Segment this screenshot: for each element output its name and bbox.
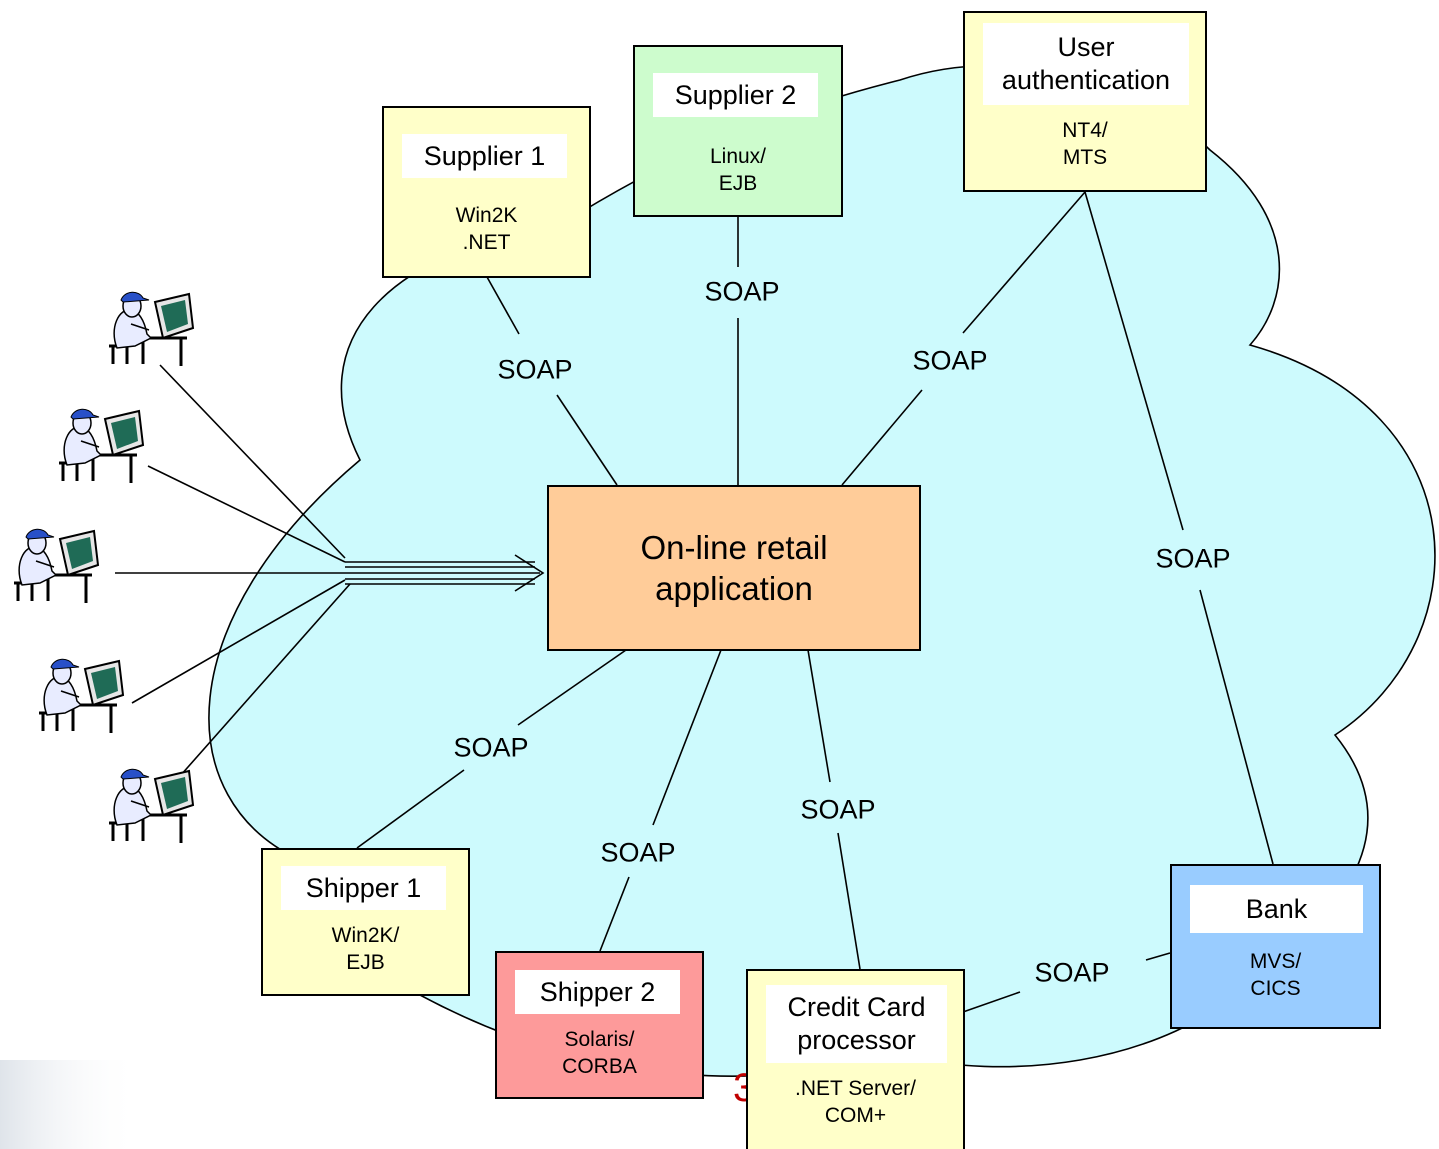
node-platform: .NET Server/ COM+ [795,1077,916,1128]
edge-auth-top [962,191,1086,334]
user-at-computer-icon [39,658,125,733]
soap-label-supplier2: SOAP [704,276,780,307]
edge-card-bank-right [1145,952,1171,961]
node-supplier-1: Supplier 1 Win2K .NET [382,106,591,278]
edge-shipper1-bottom [356,769,465,849]
node-title: Credit Card processor [766,985,947,1063]
node-shipper-2: Shipper 2 Solaris/ CORBA [495,951,704,1099]
node-bank: Bank MVS/ CICS [1170,864,1381,1029]
node-user-authentication: User authentication NT4/ MTS [963,11,1207,192]
soap-label-user-auth: SOAP [912,345,988,376]
user-at-computer-icon [109,768,195,843]
edge-supplier1-top [486,276,520,335]
users-layer [14,291,195,843]
soap-label-supplier1: SOAP [497,354,573,385]
node-supplier-2: Supplier 2 Linux/ EJB [633,45,843,217]
edge-supplier1-bottom [556,394,618,486]
user-at-computer-icon [14,528,100,603]
node-platform: Linux/ EJB [709,145,767,196]
soap-label-shipper1: SOAP [453,732,529,763]
node-title: Supplier 2 [653,73,818,117]
edge-card-top [807,649,831,783]
connection-lines [115,191,1274,1013]
soap-label-card-bank: SOAP [1034,957,1110,988]
user-line-4 [131,579,346,704]
edge-card-bank-left [962,991,1021,1013]
node-platform: Win2K .NET [455,204,518,255]
edge-auth-bank-top [1084,191,1184,531]
node-shipper-1: Shipper 1 Win2K/ EJB [261,848,470,996]
user-line-5 [164,583,351,794]
node-title: Shipper 2 [515,970,680,1014]
edge-shipper2-top [652,649,722,826]
edge-shipper2-bottom [599,876,630,952]
user-line-1 [159,364,346,559]
node-title: Supplier 1 [402,134,567,178]
soap-label-credit-card: SOAP [800,794,876,825]
edge-card-bottom [837,832,861,970]
node-title: Bank [1190,885,1363,933]
node-credit-card-processor: Credit Card processor .NET Server/ COM+ [746,969,965,1149]
node-platform: NT4/ MTS [1062,119,1108,170]
user-at-computer-icon [109,291,195,366]
node-title: Shipper 1 [281,866,446,910]
node-platform: MVS/ CICS [1249,950,1302,1001]
soap-label-auth-bank: SOAP [1155,543,1231,574]
edge-auth-bottom [841,389,923,486]
node-online-retail-application: On-line retail application [547,485,921,651]
node-platform: Win2K/ EJB [331,924,400,975]
soap-label-shipper2: SOAP [600,837,676,868]
node-platform: Solaris/ CORBA [562,1028,637,1079]
center-title: On-line retail application [640,528,828,607]
user-line-2 [147,465,346,563]
edge-gradient [0,1060,140,1149]
arrow-head [514,554,545,592]
user-at-computer-icon [59,408,145,483]
edge-shipper1-top [517,649,627,726]
edge-auth-bank-bottom [1199,589,1274,865]
node-title: User authentication [983,23,1189,105]
